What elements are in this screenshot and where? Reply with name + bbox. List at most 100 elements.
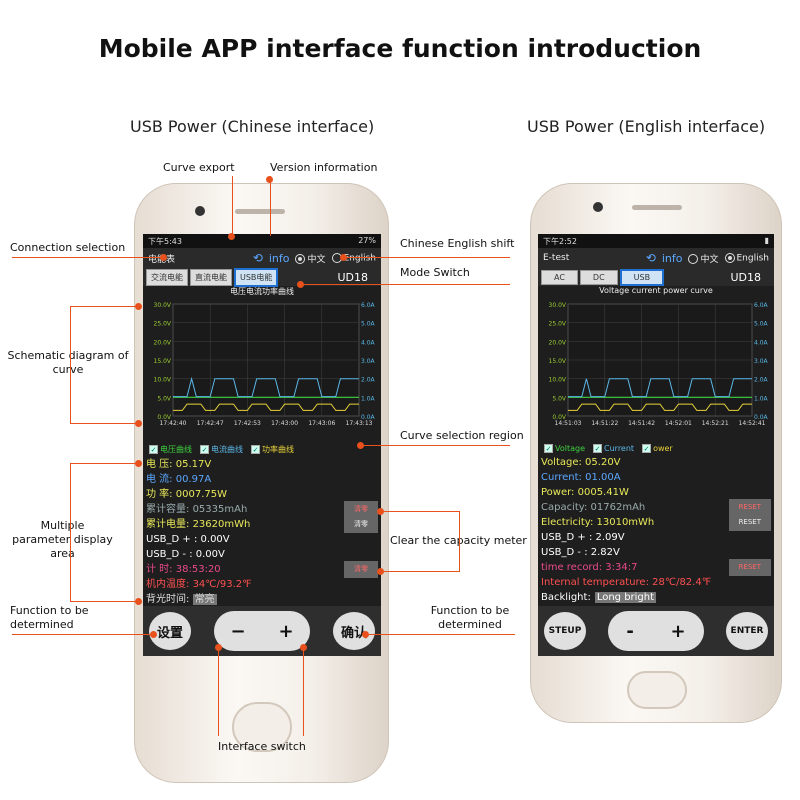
- curve-export-icon[interactable]: ⟲: [645, 251, 656, 265]
- param-row: Current: 01.00A: [541, 470, 771, 485]
- status-time: 下午2:52: [543, 237, 577, 246]
- x-tick: 14:51:22: [591, 420, 618, 427]
- leader-dot: [135, 598, 142, 605]
- param-label: 功 率:: [146, 489, 173, 500]
- annotation-curve-export: Curve export: [163, 161, 235, 174]
- tab-dc[interactable]: DC: [579, 269, 618, 285]
- leader-line: [380, 511, 460, 512]
- param-row: Voltage: 05.20V: [541, 455, 771, 470]
- param-label: 电 流:: [146, 474, 173, 485]
- legend-voltage[interactable]: ✓电压曲线: [149, 444, 192, 455]
- bottom-controls: STEUP - + ENTER: [538, 606, 774, 656]
- confirm-button[interactable]: 确认: [333, 612, 375, 650]
- tab-ac[interactable]: AC: [541, 269, 578, 285]
- param-row: Electricity: 13010mWh RESET: [541, 514, 771, 531]
- lang-en-option[interactable]: English: [724, 252, 770, 264]
- param-text: 计 时: 38:53:20: [146, 562, 221, 577]
- leader-dot: [297, 281, 304, 288]
- tab-dc[interactable]: 直流电能: [190, 268, 232, 286]
- param-text: time record: 3:34:7: [541, 560, 637, 575]
- y-tick-left: 10.0V: [154, 377, 172, 384]
- param-label: 累计容量:: [146, 504, 190, 515]
- minus-button[interactable]: −: [230, 620, 246, 642]
- tab-usb[interactable]: USB: [619, 268, 665, 286]
- param-text: Current: 01.00A: [541, 470, 621, 485]
- annotation-clear-capacity: Clear the capacity meter: [390, 534, 527, 547]
- leader-line: [70, 423, 138, 424]
- param-value: 0.00V: [195, 549, 225, 560]
- param-row: USB_D + : 2.09V: [541, 530, 771, 545]
- clear-button[interactable]: 清零: [344, 561, 378, 578]
- battery-level: 27%: [358, 236, 376, 245]
- leader-line: [380, 571, 460, 572]
- plus-button[interactable]: +: [670, 620, 686, 642]
- legend-current[interactable]: ✓Current: [593, 444, 634, 453]
- param-row: Power: 0005.41W: [541, 485, 771, 500]
- legend-current[interactable]: ✓电流曲线: [200, 444, 243, 455]
- legend-power[interactable]: ✓ower: [642, 444, 673, 453]
- legend-voltage[interactable]: ✓Voltage: [544, 444, 585, 453]
- tab-ac[interactable]: 交流电能: [146, 268, 188, 286]
- param-label: Electricity: 13010mWh: [541, 517, 655, 528]
- checkbox-icon: ✓: [544, 444, 553, 453]
- param-value: 34℃/93.2℉: [192, 579, 252, 590]
- clear-button[interactable]: 清零: [344, 501, 378, 518]
- param-value: 0007.75W: [175, 489, 227, 500]
- minus-button[interactable]: -: [626, 620, 634, 642]
- y-tick-left: 30.0V: [549, 302, 567, 309]
- home-button[interactable]: [627, 671, 687, 709]
- param-text: 电 流: 00.97A: [146, 472, 211, 487]
- reset-button[interactable]: RESET: [728, 514, 771, 531]
- lang-cn-label: 中文: [700, 254, 719, 265]
- reset-button[interactable]: RESET: [728, 559, 771, 576]
- plus-button[interactable]: +: [278, 620, 294, 642]
- page-title: Mobile APP interface function introducti…: [98, 34, 702, 63]
- param-label: USB_D + :: [146, 534, 198, 545]
- enter-button[interactable]: ENTER: [726, 612, 768, 650]
- param-text: Electricity: 13010mWh: [541, 515, 654, 530]
- lang-en-label: English: [736, 253, 770, 264]
- chart-title: 电压电流功率曲线: [230, 287, 294, 296]
- home-button[interactable]: [232, 702, 292, 752]
- power-curve: [173, 403, 359, 411]
- leader-line: [232, 176, 233, 236]
- curve-export-icon[interactable]: ⟲: [252, 251, 263, 265]
- param-label: Power: 0005.41W: [541, 487, 629, 498]
- leader-dot: [362, 631, 369, 638]
- clear-button[interactable]: 清零: [344, 516, 378, 533]
- legend-power[interactable]: ✓功率曲线: [251, 444, 294, 455]
- leader-line: [70, 463, 138, 464]
- leader-dot: [266, 176, 273, 183]
- radio-selected-icon: [724, 252, 735, 263]
- lang-cn-option[interactable]: 中文: [688, 252, 719, 265]
- param-row: time record: 3:34:7 RESET: [541, 559, 771, 576]
- y-tick-left: 25.0V: [154, 321, 172, 328]
- x-tick: 17:43:00: [271, 420, 298, 427]
- param-label: Current: 01.00A: [541, 472, 621, 483]
- tab-usb[interactable]: USB电能: [234, 267, 279, 287]
- lang-en-option[interactable]: English: [331, 252, 376, 263]
- annotation-version-info: Version information: [270, 161, 378, 174]
- checkbox-icon: ✓: [149, 445, 158, 454]
- current-curve: [568, 378, 752, 398]
- info-link[interactable]: info: [268, 251, 290, 265]
- connection-selector[interactable]: E-test: [543, 253, 570, 263]
- param-label: Backlight:: [541, 592, 591, 603]
- battery-icon: ▮: [764, 236, 769, 245]
- y-tick-left: 15.0V: [154, 358, 172, 365]
- lang-cn-option[interactable]: 中文: [295, 252, 326, 265]
- mode-tabs: 交流电能 直流电能 USB电能 UD18: [143, 267, 381, 287]
- info-link[interactable]: info: [661, 251, 683, 265]
- reset-button[interactable]: RESET: [728, 499, 771, 516]
- param-text: 累计容量: 05335mAh: [146, 502, 247, 517]
- param-value: Long bright: [594, 592, 657, 603]
- param-row: 功 率: 0007.75W: [146, 487, 378, 502]
- left-caption: USB Power (Chinese interface): [130, 117, 375, 136]
- y-tick-left: 30.0V: [154, 302, 172, 309]
- setup-button[interactable]: STEUP: [544, 612, 586, 650]
- y-tick-left: 15.0V: [549, 358, 567, 365]
- settings-button[interactable]: 设置: [149, 612, 191, 650]
- y-tick-right: 0.0A: [361, 414, 376, 421]
